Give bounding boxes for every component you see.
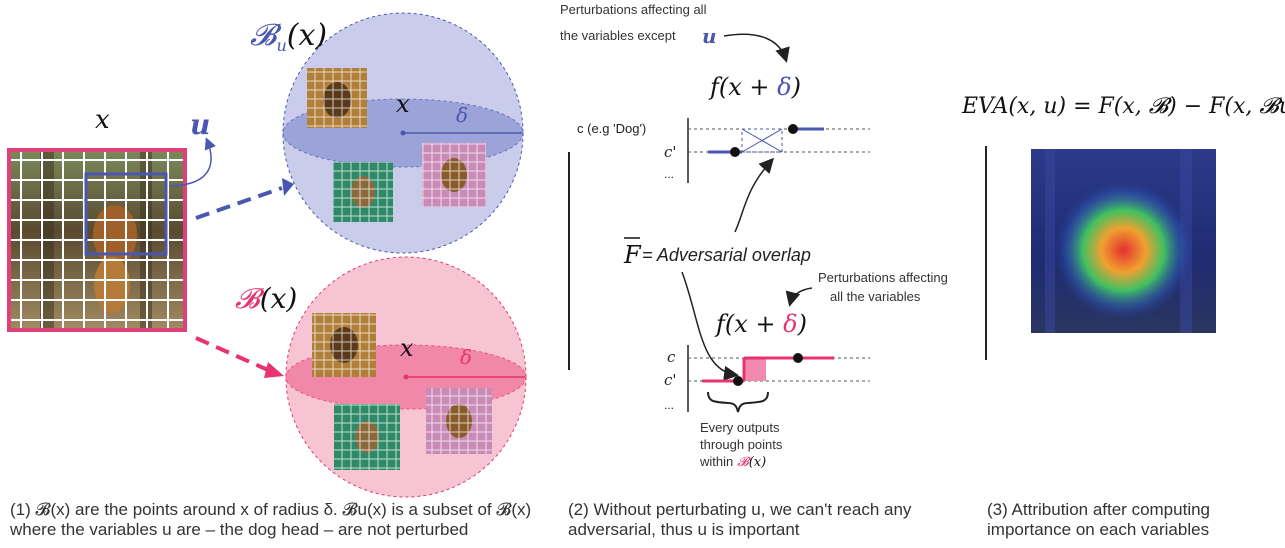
caption-3: (3) Attribution after computing importan… [987,500,1211,539]
bu-sample-3 [422,143,486,207]
bot-overlap-fill [744,358,766,381]
top-gap-box [741,128,783,153]
b-sample-3 [426,388,492,454]
arrow-to-b [195,336,269,372]
b-delta: δ [460,345,472,369]
dots-top: ... [664,167,674,181]
arrow-to-b-head [264,362,284,378]
mid-note-line2: all the variables [830,289,921,304]
top-point-low [730,147,740,157]
bu-delta: δ [456,103,468,127]
caption-1: (1) 𝓑(x) are the points around x of radi… [10,500,532,539]
top-note-line1: Perturbations affecting all [560,2,707,17]
c-prime-bot-label: c' [664,371,677,389]
f-bot: f(x + δ) [714,310,807,338]
arrow-to-bu-head [282,178,294,196]
mid-note-arrow [785,287,813,307]
overlap-text: = Adversarial overlap [642,245,811,265]
x-label: x [95,105,110,135]
input-image [7,148,187,332]
brace-line1: Every outputs [700,420,780,435]
top-note-u: u [702,24,717,48]
c-dog-label: c (e.g 'Dog') [577,121,646,136]
b-center-x: x [400,334,414,362]
overlap-symbol: F [623,241,642,269]
attribution-heatmap [1031,149,1216,333]
c-bot-label: c [667,348,676,366]
overlap-arrow-up [734,157,775,233]
brace-line2: through points [700,437,783,452]
bu-sample-2 [333,162,393,222]
b-sample-2 [334,404,400,470]
dots-bot: ... [664,398,674,412]
bot-point-low [733,376,743,386]
brace [707,391,769,413]
b-sample-1 [312,313,376,377]
top-cross-b [741,128,783,153]
c-prime-label: c' [664,143,677,161]
bu-center-x: x [396,90,410,118]
u-arrow [169,137,216,187]
u-label: u [190,108,210,141]
top-note-arrow [723,33,790,63]
caption-2: (2) Without perturbating u, we can't rea… [568,500,912,539]
top-note-line2: the variables except [560,28,676,43]
overlap-arrow-down [681,271,739,381]
top-point-high [788,124,798,134]
f-top: f(x + δ) [708,73,801,101]
b-title: 𝓑(x) [235,282,297,315]
mid-note-line1: Perturbations affecting [818,270,948,285]
dog-head-region [84,172,168,256]
eva-formula: EVA(x, u) = F(x, 𝓑) − F(x, 𝓑u) [961,94,1285,119]
bu-title: 𝓑u(x) [250,18,327,55]
bu-sample-1 [307,68,367,128]
bot-point-high [793,353,803,363]
arrow-to-bu [195,186,283,220]
